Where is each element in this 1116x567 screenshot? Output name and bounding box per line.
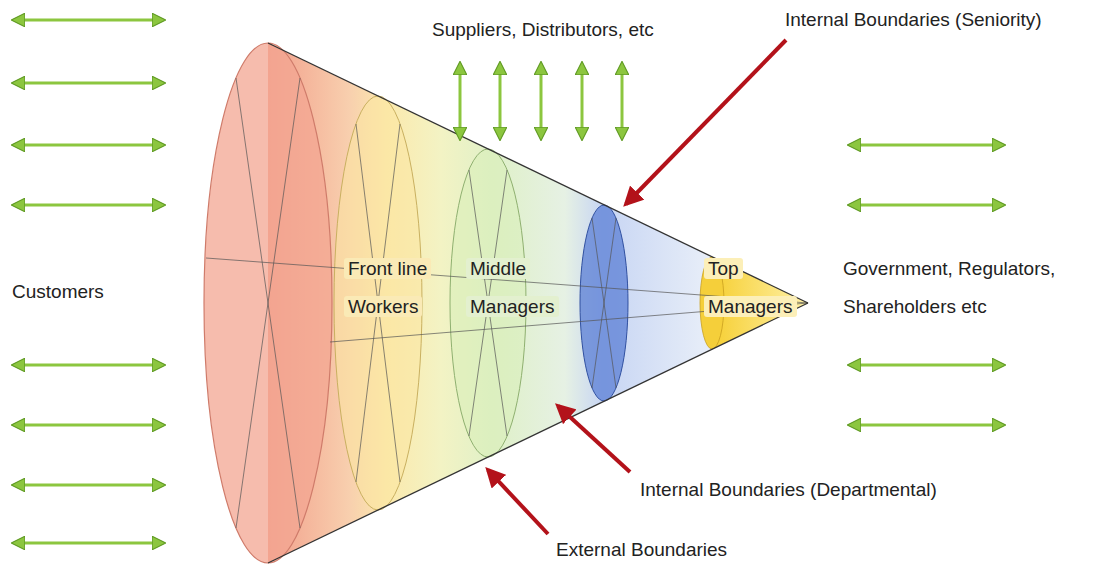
double-arrow: [850, 144, 1003, 147]
double-arrow: [850, 364, 1003, 367]
double-arrow: [540, 64, 543, 138]
hierarchy-level: Middle Managers: [466, 250, 582, 326]
supplier-label: Suppliers, Distributors, etc: [432, 18, 654, 42]
double-arrow: [14, 542, 163, 545]
double-arrow: [14, 484, 163, 487]
level-label: Front line Workers: [344, 258, 431, 317]
level-label: Top Managers: [704, 258, 797, 317]
callout-label: Internal Boundaries (Seniority): [785, 8, 1042, 32]
hierarchy-level: Front line Workers: [344, 250, 468, 326]
cross-line: [592, 218, 616, 388]
callout-arrow: [488, 470, 548, 534]
callout-arrow: [626, 40, 786, 204]
hierarchy-level: Top Managers: [704, 250, 820, 326]
callout-label: Internal Boundaries (Departmental): [640, 478, 937, 502]
double-arrow: [850, 424, 1003, 427]
double-arrow: [14, 144, 163, 147]
double-arrow: [459, 64, 462, 138]
cross-line: [236, 78, 300, 528]
double-arrow: [499, 64, 502, 138]
cross-line: [236, 78, 300, 528]
cone-edge: [268, 303, 808, 563]
callout-arrow: [558, 406, 630, 472]
double-arrow: [14, 82, 163, 85]
interaction-arrows: [14, 20, 1003, 543]
stakeholder-label: Customers: [12, 280, 104, 304]
double-arrow: [14, 19, 163, 22]
double-arrow: [621, 64, 624, 138]
callout-label: External Boundaries: [556, 538, 727, 562]
double-arrow: [14, 204, 163, 207]
double-arrow: [850, 204, 1003, 207]
double-arrow: [14, 364, 163, 367]
double-arrow: [581, 64, 584, 138]
section-cross-lines: [206, 78, 808, 528]
level-label: Middle Managers: [466, 258, 559, 317]
callout-arrows: [488, 40, 786, 534]
double-arrow: [14, 424, 163, 427]
cone-base: [204, 43, 332, 563]
stakeholder-label: Government, Regulators, Shareholders etc: [843, 250, 1093, 326]
cone-section: [580, 205, 628, 401]
cross-line: [592, 218, 616, 388]
